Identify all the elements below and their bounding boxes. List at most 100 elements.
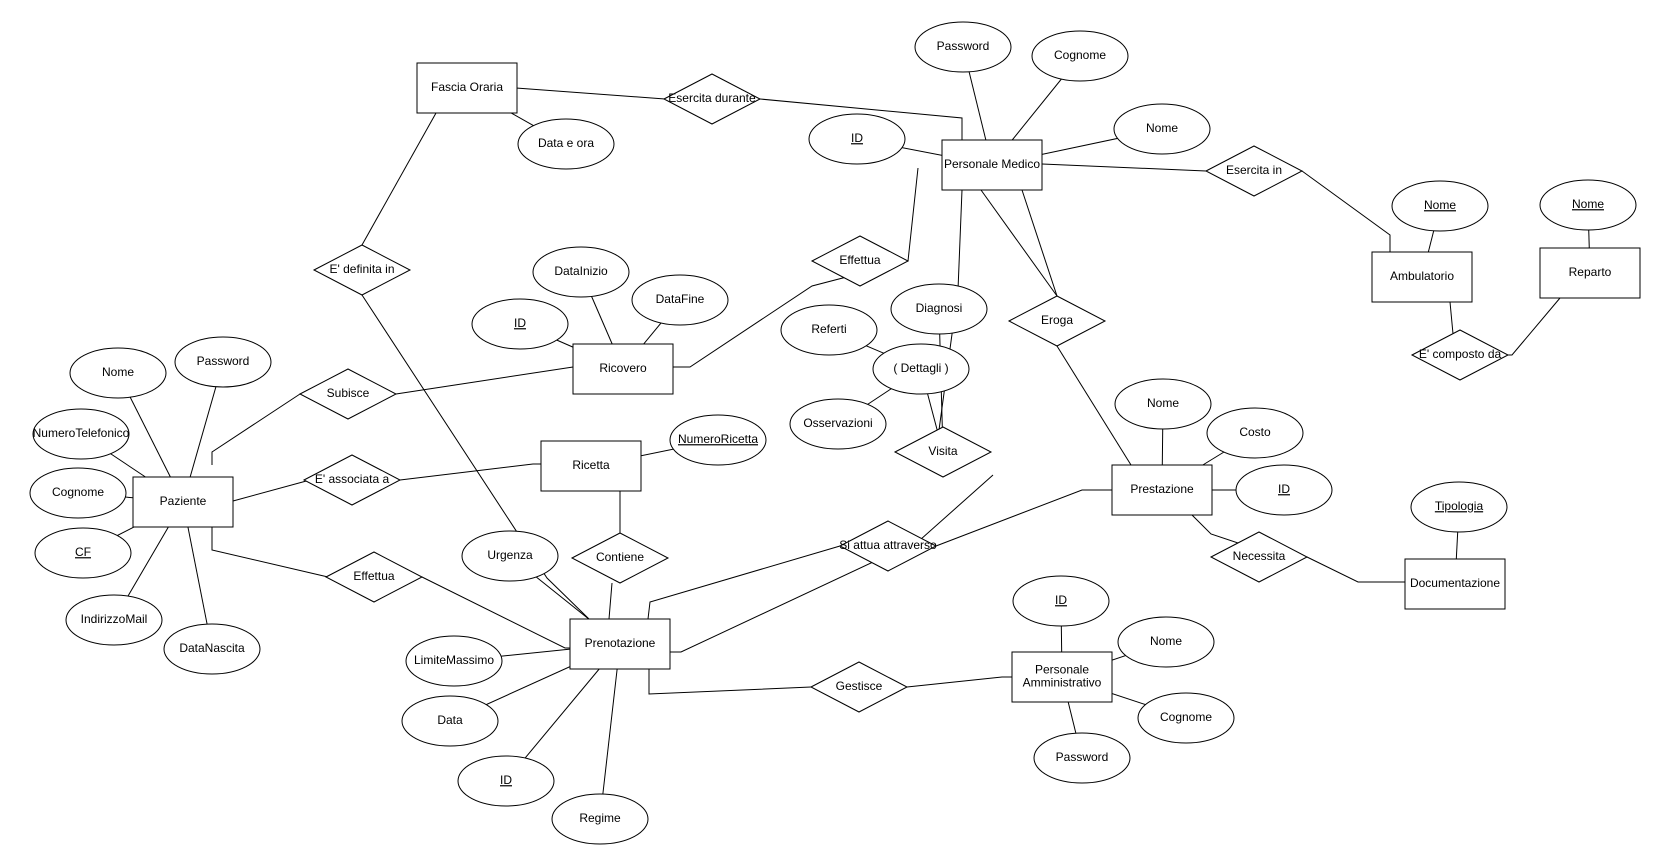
- relationship-diamond[interactable]: [809, 661, 909, 713]
- attribute-ellipse[interactable]: [1137, 692, 1235, 744]
- relationship-gestisce[interactable]: Gestisce: [809, 661, 909, 713]
- attribute-ellipse[interactable]: [174, 336, 272, 388]
- relationship-diamond[interactable]: [312, 244, 412, 296]
- relationship-diamond[interactable]: [1209, 531, 1309, 583]
- relationship-diamond[interactable]: [893, 426, 993, 478]
- entity-box[interactable]: [1539, 247, 1641, 299]
- attribute-a-numtel[interactable]: NumeroTelefonico: [32, 408, 130, 460]
- attribute-a-urgenza[interactable]: Urgenza: [461, 530, 559, 582]
- attribute-ellipse[interactable]: [1114, 378, 1212, 430]
- attribute-ellipse[interactable]: [1206, 407, 1304, 459]
- attribute-a-cognome-pm[interactable]: Cognome: [1031, 30, 1129, 82]
- attribute-a-costo[interactable]: Costo: [1206, 407, 1304, 459]
- attribute-ellipse[interactable]: [29, 467, 127, 519]
- entity-box[interactable]: [132, 476, 234, 528]
- attribute-a-datanascita[interactable]: DataNascita: [163, 623, 261, 675]
- attribute-ellipse[interactable]: [1391, 180, 1489, 232]
- attribute-ellipse[interactable]: [532, 246, 630, 298]
- relationship-e-composto-da[interactable]: E' composto da: [1410, 329, 1510, 381]
- entity-box[interactable]: [1111, 464, 1213, 516]
- relationship-diamond[interactable]: [324, 551, 424, 603]
- relationship-esercita-in[interactable]: Esercita in: [1204, 145, 1304, 197]
- attribute-a-dettagli[interactable]: ( Dettagli ): [872, 343, 970, 395]
- attribute-a-nome-paz[interactable]: Nome: [69, 347, 167, 399]
- attribute-ellipse[interactable]: [405, 635, 503, 687]
- attribute-a-cognome-pa[interactable]: Cognome: [1137, 692, 1235, 744]
- relationship-esercita-durante[interactable]: Esercita durante: [662, 73, 762, 125]
- attribute-a-data[interactable]: Data: [401, 695, 499, 747]
- attribute-ellipse[interactable]: [163, 623, 261, 675]
- attribute-a-nome-rep[interactable]: Nome: [1539, 179, 1637, 231]
- attribute-ellipse[interactable]: [65, 594, 163, 646]
- entity-ricovero[interactable]: Ricovero: [572, 343, 674, 395]
- attribute-ellipse[interactable]: [808, 113, 906, 165]
- entity-box[interactable]: [1371, 251, 1473, 303]
- attribute-ellipse[interactable]: [789, 398, 887, 450]
- relationship-visita[interactable]: Visita: [893, 426, 993, 478]
- entity-box[interactable]: [416, 62, 518, 114]
- attribute-a-numricetta[interactable]: NumeroRicetta: [669, 414, 767, 466]
- attribute-ellipse[interactable]: [517, 118, 615, 170]
- relationship-eroga[interactable]: Eroga: [1007, 295, 1107, 347]
- relationship-e-definita-in[interactable]: E' definita in: [312, 244, 412, 296]
- attribute-ellipse[interactable]: [669, 414, 767, 466]
- attribute-a-mail[interactable]: IndirizzoMail: [65, 594, 163, 646]
- entity-box[interactable]: [941, 139, 1043, 191]
- attribute-a-cognome-paz[interactable]: Cognome: [29, 467, 127, 519]
- entity-personale-medico[interactable]: Personale Medico: [941, 139, 1043, 191]
- attribute-ellipse[interactable]: [1410, 481, 1508, 533]
- relationship-diamond[interactable]: [1410, 329, 1510, 381]
- relationship-effettua-medico[interactable]: Effettua: [810, 235, 910, 287]
- attribute-a-tipologia[interactable]: Tipologia: [1410, 481, 1508, 533]
- relationship-diamond[interactable]: [1204, 145, 1304, 197]
- entity-fascia-oraria[interactable]: Fascia Oraria: [416, 62, 518, 114]
- relationship-effettua-paziente[interactable]: Effettua: [324, 551, 424, 603]
- attribute-ellipse[interactable]: [631, 274, 729, 326]
- entity-box[interactable]: [1011, 651, 1113, 703]
- relationship-si-attua-attraverso[interactable]: Si attua attraverso: [838, 520, 938, 572]
- relationship-diamond[interactable]: [838, 520, 938, 572]
- attribute-a-id-pa[interactable]: ID: [1012, 575, 1110, 627]
- attribute-a-id-pre[interactable]: ID: [1235, 464, 1333, 516]
- attribute-a-osservazioni[interactable]: Osservazioni: [789, 398, 887, 450]
- relationship-diamond[interactable]: [570, 532, 670, 584]
- attribute-ellipse[interactable]: [914, 21, 1012, 73]
- entity-box[interactable]: [540, 440, 642, 492]
- attribute-ellipse[interactable]: [780, 304, 878, 356]
- entity-reparto[interactable]: Reparto: [1539, 247, 1641, 299]
- attribute-ellipse[interactable]: [461, 530, 559, 582]
- relationship-diamond[interactable]: [810, 235, 910, 287]
- attribute-a-nome-pm[interactable]: Nome: [1113, 103, 1211, 155]
- entity-box[interactable]: [1404, 558, 1506, 610]
- relationship-necessita[interactable]: Necessita: [1209, 531, 1309, 583]
- relationship-contiene[interactable]: Contiene: [570, 532, 670, 584]
- attribute-a-datainizio[interactable]: DataInizio: [532, 246, 630, 298]
- attribute-ellipse[interactable]: [1033, 732, 1131, 784]
- attribute-a-password-pa[interactable]: Password: [1033, 732, 1131, 784]
- attribute-a-limite[interactable]: LimiteMassimo: [405, 635, 503, 687]
- attribute-ellipse[interactable]: [1539, 179, 1637, 231]
- attribute-a-password-pm[interactable]: Password: [914, 21, 1012, 73]
- entity-prenotazione[interactable]: Prenotazione: [569, 618, 671, 670]
- attribute-ellipse[interactable]: [890, 283, 988, 335]
- relationship-diamond[interactable]: [298, 368, 398, 420]
- attribute-a-id-pren[interactable]: ID: [457, 755, 555, 807]
- attribute-ellipse[interactable]: [1117, 616, 1215, 668]
- attribute-a-regime[interactable]: Regime: [551, 793, 649, 845]
- attribute-ellipse[interactable]: [872, 343, 970, 395]
- attribute-ellipse[interactable]: [471, 298, 569, 350]
- attribute-ellipse[interactable]: [34, 527, 132, 579]
- attribute-a-datafine[interactable]: DataFine: [631, 274, 729, 326]
- attribute-a-id-pm[interactable]: ID: [808, 113, 906, 165]
- attribute-a-password-paz[interactable]: Password: [174, 336, 272, 388]
- attribute-a-diagnosi[interactable]: Diagnosi: [890, 283, 988, 335]
- entity-box[interactable]: [569, 618, 671, 670]
- relationship-subisce[interactable]: Subisce: [298, 368, 398, 420]
- attribute-ellipse[interactable]: [1113, 103, 1211, 155]
- attribute-a-dataora[interactable]: Data e ora: [517, 118, 615, 170]
- attribute-ellipse[interactable]: [1012, 575, 1110, 627]
- attribute-a-nome-pre[interactable]: Nome: [1114, 378, 1212, 430]
- attribute-ellipse[interactable]: [551, 793, 649, 845]
- entity-prestazione[interactable]: Prestazione: [1111, 464, 1213, 516]
